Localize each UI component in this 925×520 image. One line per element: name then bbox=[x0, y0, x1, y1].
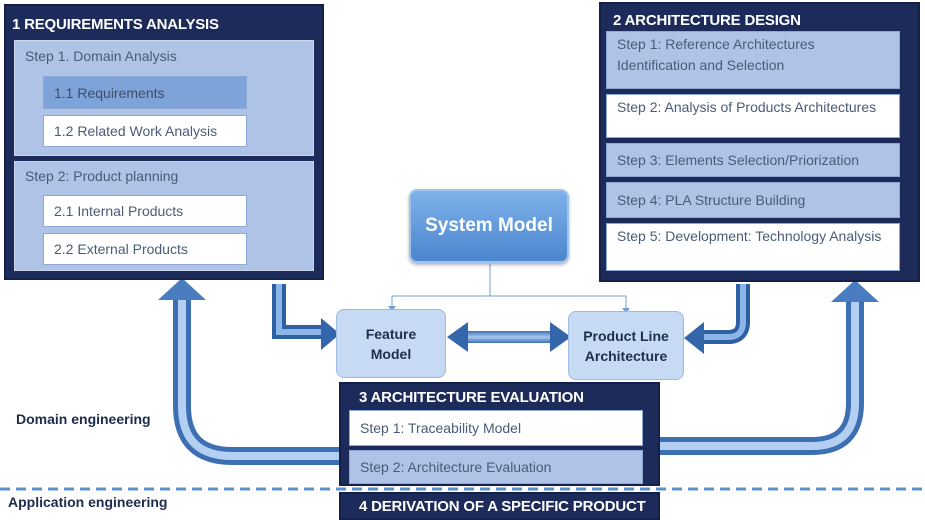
architecture-evaluation-panel: 3 ARCHITECTURE EVALUATION Step 1: Tracea… bbox=[339, 382, 660, 486]
related-work-analysis-item[interactable]: 1.2 Related Work Analysis bbox=[43, 115, 247, 147]
system-model-arrow-left-head bbox=[388, 306, 396, 311]
application-engineering-label: Application engineering bbox=[8, 494, 168, 510]
eval-step-1[interactable]: Step 1: Traceability Model bbox=[349, 410, 643, 446]
feature-pla-bidirectional-arrow bbox=[447, 322, 571, 352]
domain-analysis-title: Step 1. Domain Analysis bbox=[25, 48, 177, 64]
system-model-node[interactable]: System Model bbox=[409, 189, 569, 263]
product-line-architecture-node[interactable]: Product Line Architecture bbox=[568, 311, 684, 380]
evaluation-to-requirements-arrow bbox=[158, 278, 340, 465]
arch-step-5[interactable]: Step 5: Development: Technology Analysis bbox=[606, 223, 900, 271]
arch-step-3[interactable]: Step 3: Elements Selection/Priorization bbox=[606, 143, 900, 177]
architecture-design-title: 2 ARCHITECTURE DESIGN bbox=[613, 12, 801, 29]
requirements-analysis-title: 1 REQUIREMENTS ANALYSIS bbox=[12, 16, 219, 33]
requirements-to-feature-arrow bbox=[272, 284, 323, 339]
system-model-label: System Model bbox=[425, 215, 553, 236]
external-products-item[interactable]: 2.2 External Products bbox=[43, 233, 247, 265]
feature-model-label: Feature Model bbox=[365, 325, 417, 362]
domain-analysis-section: Step 1. Domain Analysis 1.1 Requirements… bbox=[14, 40, 314, 156]
architecture-to-pla-arrow bbox=[702, 284, 750, 344]
requirements-analysis-panel: 1 REQUIREMENTS ANALYSIS Step 1. Domain A… bbox=[4, 4, 324, 280]
arch-step-4[interactable]: Step 4: PLA Structure Building bbox=[606, 182, 900, 218]
requirements-item[interactable]: 1.1 Requirements bbox=[43, 76, 247, 109]
domain-engineering-label: Domain engineering bbox=[16, 411, 151, 427]
derivation-panel: 4 DERIVATION OF A SPECIFIC PRODUCT bbox=[339, 492, 660, 520]
internal-products-item[interactable]: 2.1 Internal Products bbox=[43, 195, 247, 227]
eval-step-2[interactable]: Step 2: Architecture Evaluation bbox=[349, 450, 643, 484]
architecture-evaluation-title: 3 ARCHITECTURE EVALUATION bbox=[359, 389, 584, 406]
product-planning-section: Step 2: Product planning 2.1 Internal Pr… bbox=[14, 161, 314, 271]
arch-step-1[interactable]: Step 1: Reference Architectures Identifi… bbox=[606, 31, 900, 89]
system-model-arrow-right-head bbox=[622, 308, 630, 313]
evaluation-to-architecture-arrow bbox=[660, 280, 879, 455]
product-planning-title: Step 2: Product planning bbox=[25, 168, 179, 184]
system-model-connector bbox=[391, 264, 627, 309]
feature-model-node[interactable]: Feature Model bbox=[336, 309, 446, 378]
arch-step-2[interactable]: Step 2: Analysis of Products Architectur… bbox=[606, 94, 900, 138]
architecture-design-panel: 2 ARCHITECTURE DESIGN Step 1: Reference … bbox=[599, 2, 920, 282]
pla-label: Product Line Architecture bbox=[583, 327, 669, 364]
derivation-title: 4 DERIVATION OF A SPECIFIC PRODUCT bbox=[359, 498, 646, 515]
